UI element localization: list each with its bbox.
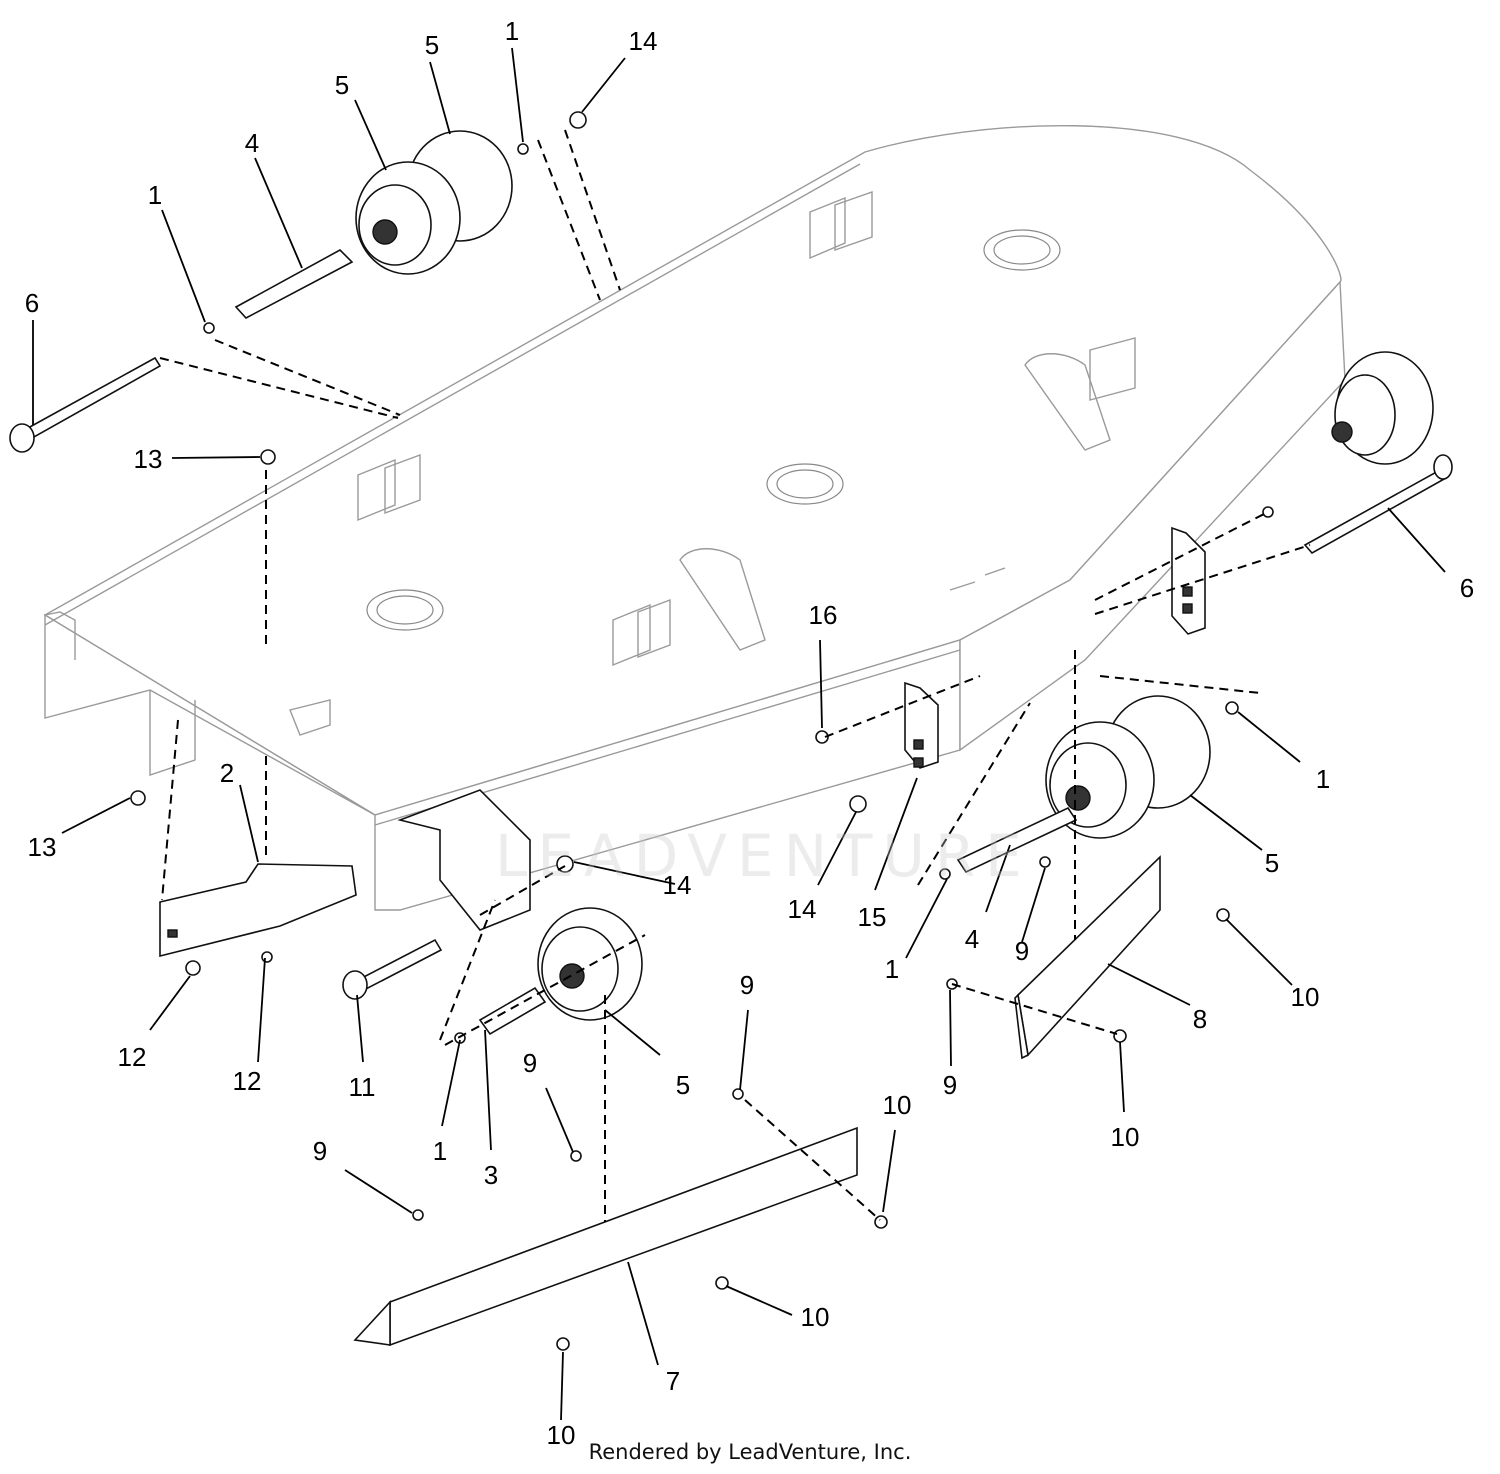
callout-10: 10	[1291, 982, 1320, 1012]
callout-16: 16	[809, 600, 838, 630]
callout-7: 7	[666, 1366, 680, 1396]
callout-labels: 1 14 5 5 4 1 6 13 13 2 12 12 11 1 3 5 9 …	[25, 16, 1474, 1450]
callout-10: 10	[547, 1420, 576, 1450]
watermark: LEADVENTURE	[495, 822, 1032, 890]
wheel-axle-front	[478, 986, 547, 1036]
callout-9: 9	[943, 1070, 957, 1100]
long-bolt-right	[1303, 454, 1453, 555]
callout-15: 15	[858, 902, 887, 932]
callout-1: 1	[148, 180, 162, 210]
wheel-axle-top	[234, 249, 354, 319]
long-bolt-front	[342, 938, 443, 1000]
callout-4: 4	[245, 128, 259, 158]
callout-5: 5	[335, 70, 349, 100]
hardware-fasteners	[130, 111, 1274, 1351]
callout-5: 5	[425, 30, 439, 60]
gauge-wheel-bracket-front	[397, 789, 531, 931]
render-credit: Rendered by LeadVenture, Inc.	[588, 1440, 912, 1464]
callout-14: 14	[788, 894, 817, 924]
callout-5: 5	[1265, 848, 1279, 878]
callout-6: 6	[1460, 573, 1474, 603]
callout-13: 13	[28, 832, 57, 862]
front-baffle-plate	[353, 1126, 858, 1347]
hanger-bracket-right	[1171, 526, 1206, 635]
roller-wheel-front	[537, 907, 643, 1021]
callout-12: 12	[118, 1042, 147, 1072]
callout-9: 9	[740, 970, 754, 1000]
callout-9: 9	[313, 1136, 327, 1166]
callout-1: 1	[885, 954, 899, 984]
roller-wheel-rear-mounted	[1331, 351, 1434, 465]
callout-2: 2	[220, 758, 234, 788]
assembly-dashed-lines	[159, 129, 1311, 1222]
callout-1: 1	[433, 1136, 447, 1166]
callout-9: 9	[523, 1048, 537, 1078]
side-skirt-bracket	[159, 863, 357, 958]
callout-12: 12	[233, 1066, 262, 1096]
callout-14: 14	[629, 26, 658, 56]
callout-11: 11	[349, 1072, 376, 1102]
leader-lines	[32, 47, 1446, 1421]
callout-4: 4	[965, 924, 979, 954]
callout-8: 8	[1193, 1004, 1207, 1034]
callout-6: 6	[25, 288, 39, 318]
callout-1: 1	[1316, 764, 1330, 794]
callout-10: 10	[1111, 1122, 1140, 1152]
callout-3: 3	[484, 1160, 498, 1190]
roller-wheel-top-rear	[355, 130, 513, 275]
roller-wheel-right	[1045, 695, 1211, 839]
callout-9: 9	[1015, 936, 1029, 966]
callout-10: 10	[801, 1302, 830, 1332]
callout-5: 5	[676, 1070, 690, 1100]
callout-14: 14	[663, 870, 692, 900]
hanger-bracket-center	[904, 681, 939, 769]
callout-1: 1	[505, 16, 519, 46]
callout-13: 13	[134, 444, 163, 474]
side-baffle-plate	[1014, 855, 1161, 1060]
callout-10: 10	[883, 1090, 912, 1120]
long-bolt-left	[9, 356, 162, 453]
